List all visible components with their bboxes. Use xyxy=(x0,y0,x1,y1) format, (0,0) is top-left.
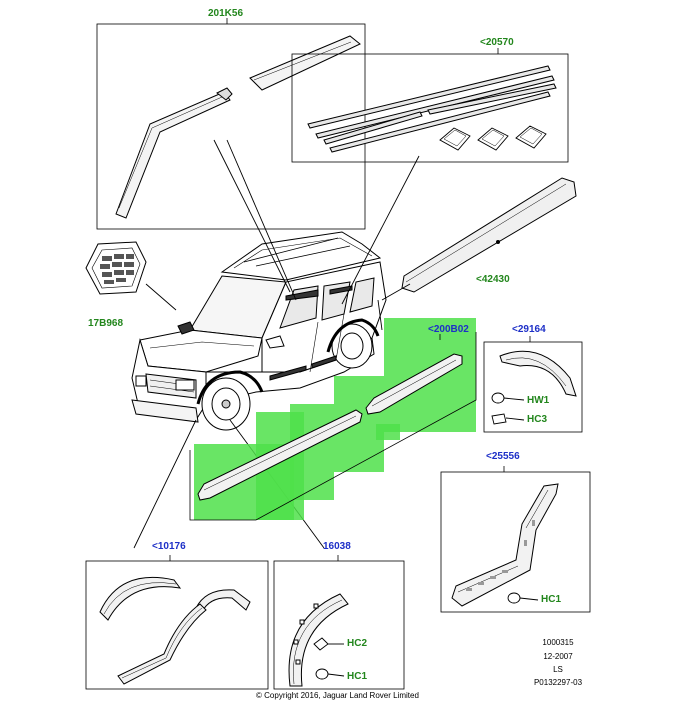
box-16038 xyxy=(273,555,405,690)
copyright-text: Copyright 2016, Jaguar Land Rover Limite… xyxy=(264,691,419,700)
label-hw1[interactable]: HW1 xyxy=(527,395,550,406)
label-200B02[interactable]: <200B02 xyxy=(428,324,469,335)
label-hc3[interactable]: HC3 xyxy=(527,414,548,425)
adhesive-pads[interactable] xyxy=(439,125,547,151)
model-code: LS xyxy=(553,665,563,674)
label-hc1-25556[interactable]: HC1 xyxy=(541,594,562,605)
copyright-icon: © xyxy=(256,691,262,700)
body-moulding-42430[interactable] xyxy=(401,177,577,293)
clip-hw1[interactable] xyxy=(491,392,525,404)
arch-liner-25556[interactable] xyxy=(451,483,559,607)
box-29164 xyxy=(483,336,583,433)
label-201K56[interactable]: 201K56 xyxy=(208,8,244,19)
clip-hc1-16038[interactable] xyxy=(315,668,345,680)
issue-date: 12-2007 xyxy=(543,652,573,661)
vehicle-body xyxy=(131,231,387,431)
label-25556[interactable]: <25556 xyxy=(486,451,520,462)
arch-flare-16038[interactable] xyxy=(288,593,349,687)
box-10176 xyxy=(85,555,269,690)
clip-hc2[interactable] xyxy=(313,637,344,651)
label-42430[interactable]: <42430 xyxy=(476,274,510,285)
label-hc2[interactable]: HC2 xyxy=(347,638,368,649)
label-17B968[interactable]: 17B968 xyxy=(88,318,124,329)
box-20570 xyxy=(291,48,569,163)
waist-strips[interactable] xyxy=(307,65,557,153)
clip-hc3[interactable] xyxy=(491,413,525,425)
box-25556 xyxy=(440,466,591,613)
deflector-rear[interactable] xyxy=(249,35,361,91)
label-10176[interactable]: <10176 xyxy=(152,541,186,552)
figure-number: P0132297-03 xyxy=(533,678,583,687)
label-29164[interactable]: <29164 xyxy=(512,324,546,335)
door-mouldings-200B02[interactable] xyxy=(197,353,463,501)
label-hc1-16038[interactable]: HC1 xyxy=(347,671,368,682)
label-16038[interactable]: 16038 xyxy=(323,541,351,552)
arch-mouldings-10176[interactable] xyxy=(99,576,251,685)
deflector-front[interactable] xyxy=(115,87,233,219)
label-20570[interactable]: <20570 xyxy=(480,37,514,48)
wheel-arch-29164[interactable] xyxy=(499,350,577,397)
reference-number: 1000315 xyxy=(542,638,574,647)
copyright-notice: © Copyright 2016, Jaguar Land Rover Limi… xyxy=(256,691,419,701)
grille-vent-17B968[interactable] xyxy=(85,241,147,295)
clip-hc1-25556[interactable] xyxy=(507,592,539,604)
box-200B02 xyxy=(189,332,477,521)
